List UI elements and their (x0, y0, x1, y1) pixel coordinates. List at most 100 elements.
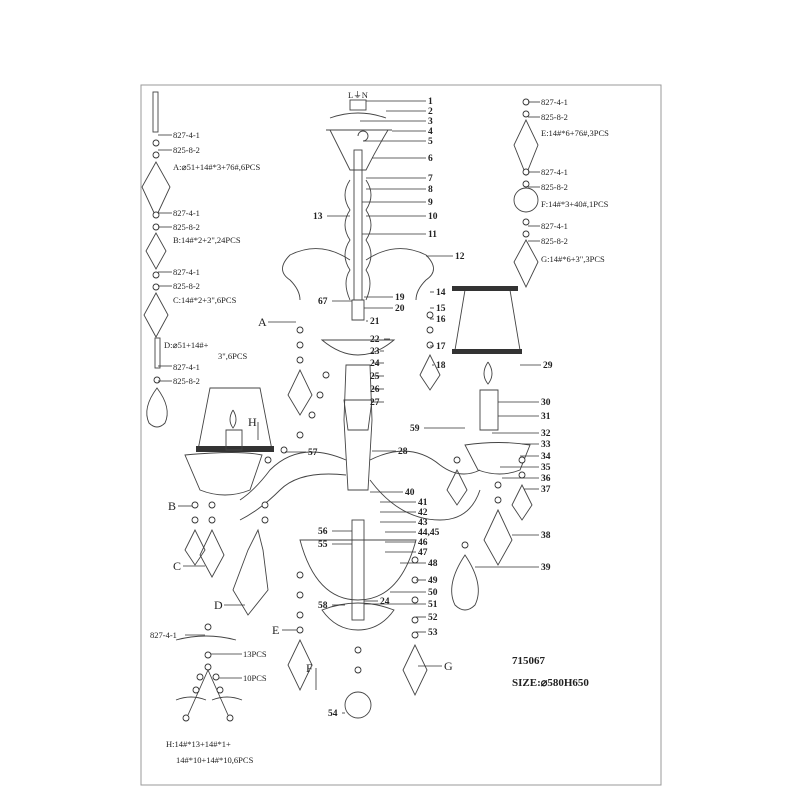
callout-38: 38 (541, 531, 551, 541)
callout-4: 4 (428, 127, 433, 137)
callout-14: 14 (436, 288, 446, 298)
callout-5: 5 (428, 137, 433, 147)
callout-3: 3 (428, 117, 433, 127)
callout-40: 40 (405, 488, 415, 498)
callout-8: 8 (428, 185, 433, 195)
callout-46: 46 (418, 538, 428, 548)
letter-h: H (248, 415, 257, 429)
callout-21: 21 (370, 317, 380, 327)
letter-f: F (306, 661, 313, 675)
callout-30: 30 (541, 398, 551, 408)
callout-50: 50 (428, 588, 438, 598)
callout-1: 1 (428, 97, 433, 107)
callout-58: 58 (318, 601, 328, 611)
legend-c-spec: C:14#*2+3",6PCS (173, 295, 237, 305)
legend-a-spec: A:⌀51+14#*3+76#,6PCS (173, 162, 260, 172)
callout-18: 18 (436, 361, 446, 371)
letter-d: D (214, 598, 223, 612)
legend-e-spec: E:14#*6+76#,3PCS (541, 128, 609, 138)
callout-28: 28 (398, 447, 408, 457)
callout-67: 67 (318, 297, 328, 307)
callout-24: 24 (370, 359, 380, 369)
crystal-pendants (184, 353, 533, 719)
legend-b-part2: 825-8-2 (173, 222, 200, 232)
callout-13: 13 (313, 212, 323, 222)
letter-callouts (178, 321, 442, 690)
drawing-frame (140, 84, 662, 786)
callout-33: 33 (541, 440, 551, 450)
callout-26: 26 (370, 385, 380, 395)
callout-35: 35 (541, 463, 551, 473)
callout-44-45: 44,45 (418, 528, 440, 538)
callout-36: 36 (541, 474, 551, 484)
letter-a: A (258, 315, 267, 329)
model-number: 715067 (512, 655, 546, 667)
callout-2: 2 (428, 107, 433, 117)
legend-h-part1: 827-4-1 (150, 630, 177, 640)
callout-54: 54 (328, 709, 338, 719)
callout-49: 49 (428, 576, 438, 586)
callout-39: 39 (541, 563, 551, 573)
callout-53: 53 (428, 628, 438, 638)
callout-9: 9 (428, 198, 433, 208)
legend-a-part1: 827-4-1 (173, 130, 200, 140)
callout-7: 7 (428, 174, 433, 184)
letter-b: B (168, 499, 176, 513)
callout-22: 22 (370, 335, 380, 345)
callout-47: 47 (418, 548, 428, 558)
callout-34: 34 (541, 452, 551, 462)
crystal-chains (191, 311, 526, 674)
legend-h-spec1: H:14#*13+14#*1+ (166, 739, 231, 749)
part-callouts: 1234567891011121314151617181920212223242… (285, 97, 553, 719)
legend-e-part2: 825-8-2 (541, 112, 568, 122)
letter-g: G (444, 659, 453, 673)
callout-17: 17 (436, 342, 446, 352)
callout-57: 57 (308, 448, 318, 458)
legend-h-count1: 13PCS (243, 649, 267, 659)
callout-56: 56 (318, 527, 328, 537)
legend-f-part2: 825-8-2 (541, 182, 568, 192)
callout-59: 59 (410, 424, 420, 434)
callout-15: 15 (436, 304, 446, 314)
callout-12: 12 (455, 252, 465, 262)
callout-55: 55 (318, 540, 328, 550)
legend-b-spec: B:14#*2+2",24PCS (173, 235, 241, 245)
callout-41: 41 (418, 498, 428, 508)
legend-f-part1: 827-4-1 (541, 167, 568, 177)
legend-c-part1: 827-4-1 (173, 267, 200, 277)
legend-c-part2: 825-8-2 (173, 281, 200, 291)
terminal-label: L⏚N (348, 90, 368, 100)
size-spec: SIZE:⌀580H650 (512, 677, 589, 689)
legend-d-spec1: D:⌀51+14#+ (164, 340, 209, 350)
callout-6: 6 (428, 154, 433, 164)
callout-19: 19 (395, 293, 405, 303)
legend-d-part2: 825-8-2 (173, 376, 200, 386)
legend-h-spec2: 14#*10+14#*10,6PCS (176, 755, 254, 765)
callout-51: 51 (428, 600, 438, 610)
legend-d-spec2: 3",6PCS (218, 351, 247, 361)
callout-11: 11 (428, 230, 437, 240)
callout-25: 25 (370, 372, 380, 382)
callout-43: 43 (418, 518, 428, 528)
legend-h-count2: 10PCS (243, 673, 267, 683)
legend-d-part1: 827-4-1 (173, 362, 200, 372)
legend: 827-4-1 825-8-2 A:⌀51+14#*3+76#,6PCS 827… (150, 97, 609, 765)
callout-52: 52 (428, 613, 438, 623)
callout-24: 24 (380, 597, 390, 607)
legend-b-part1: 827-4-1 (173, 208, 200, 218)
callout-20: 20 (395, 304, 405, 314)
letter-c: C (173, 559, 181, 573)
chandelier-drawing (184, 99, 533, 719)
legend-g-spec: G:14#*6+3",3PCS (541, 254, 605, 264)
legend-drawings (141, 91, 539, 722)
legend-e-part1: 827-4-1 (541, 97, 568, 107)
callout-42: 42 (418, 508, 428, 518)
callout-48: 48 (428, 559, 438, 569)
callout-23: 23 (370, 347, 380, 357)
letter-e: E (272, 623, 279, 637)
legend-f-spec: F:14#*3+40#,1PCS (541, 199, 609, 209)
callout-27: 27 (370, 398, 380, 408)
callout-32: 32 (541, 429, 551, 439)
callout-10: 10 (428, 212, 438, 222)
